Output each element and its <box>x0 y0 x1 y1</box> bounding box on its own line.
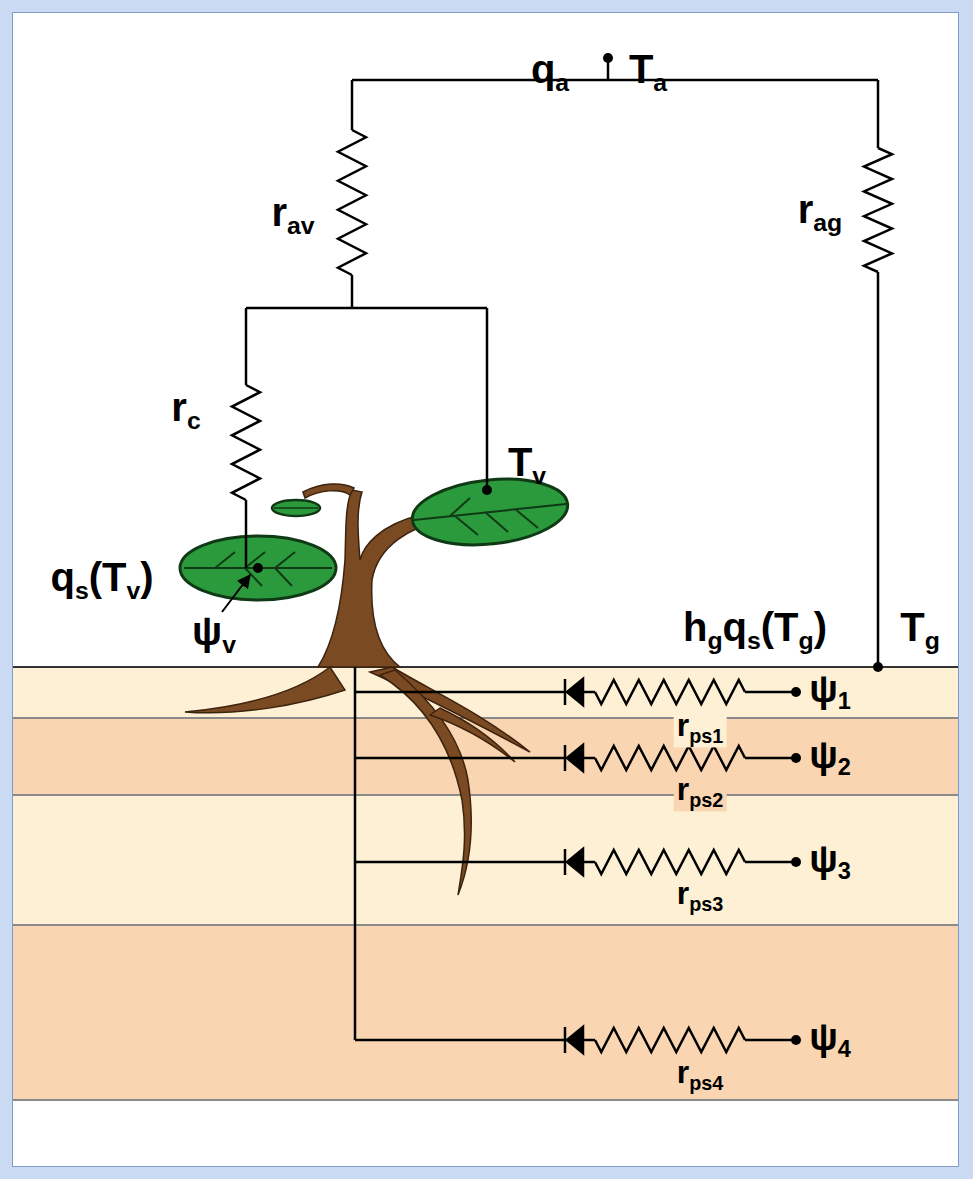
nodes-dots <box>253 53 883 672</box>
wire <box>745 861 792 864</box>
node-dot <box>791 857 801 867</box>
wire <box>583 757 595 760</box>
variable-label: rav <box>268 191 317 240</box>
variable-label: qa <box>528 48 572 97</box>
wire <box>246 307 487 310</box>
variable-label: hgqs(Tg) <box>680 606 830 655</box>
plant-branch <box>303 484 354 498</box>
wire <box>486 308 489 490</box>
node-dot <box>603 53 613 63</box>
resistor-symbol <box>595 850 745 874</box>
resistor-symbol <box>595 746 745 770</box>
resistance-network <box>232 58 892 1053</box>
wire <box>583 691 595 694</box>
wire <box>355 861 565 864</box>
wire <box>745 757 792 760</box>
leader-arrow <box>222 575 250 612</box>
wire <box>583 1039 595 1042</box>
ground-line <box>13 666 958 668</box>
diode-symbol <box>567 679 583 705</box>
leaf <box>272 500 320 516</box>
resistor-symbol <box>864 148 892 272</box>
soil-layers <box>13 667 958 1100</box>
leaf <box>180 536 336 600</box>
resistor-symbol <box>232 385 260 500</box>
diode-symbol <box>567 745 583 771</box>
resistor-symbol <box>595 680 745 704</box>
variable-label: Tg <box>897 606 943 655</box>
soil-layer <box>13 718 958 795</box>
wire <box>355 691 565 694</box>
layer-line <box>13 1099 958 1101</box>
variable-label: ψ3 <box>806 839 854 885</box>
resistance-label: rps2 <box>674 772 727 811</box>
diode-symbol <box>567 849 583 875</box>
wire <box>877 80 880 148</box>
plant-root <box>185 667 345 713</box>
wire <box>877 272 880 667</box>
layer-line <box>13 717 958 719</box>
wire <box>355 1039 565 1042</box>
variable-label: qs(Tv) <box>47 556 156 605</box>
soil-layer <box>13 925 958 1100</box>
wire <box>745 1039 792 1042</box>
wire <box>351 275 354 308</box>
variable-label: ψ1 <box>806 669 854 715</box>
wire <box>583 861 595 864</box>
node-dot <box>873 662 883 672</box>
variable-label: rc <box>168 386 203 435</box>
resistance-label: rps1 <box>674 708 727 747</box>
wire <box>352 79 878 82</box>
wire <box>745 691 792 694</box>
diode-symbol <box>567 1027 583 1053</box>
resistance-label: rps4 <box>674 1055 727 1094</box>
leaves <box>180 472 571 600</box>
variable-label: ψv <box>189 610 239 659</box>
resistor-symbol <box>338 130 366 275</box>
node-dot <box>791 753 801 763</box>
node-dot <box>791 687 801 697</box>
soil-layer <box>13 795 958 925</box>
resistance-label: rps3 <box>674 876 727 915</box>
wire <box>245 308 248 385</box>
node-dot <box>253 563 263 573</box>
variable-label: ψ2 <box>806 735 854 781</box>
wire <box>245 500 248 568</box>
variable-label: ψ4 <box>806 1017 854 1063</box>
wire <box>351 80 354 130</box>
layer-line <box>13 924 958 926</box>
leaf <box>409 472 571 552</box>
variable-label: Tv <box>505 441 549 490</box>
wire <box>355 757 565 760</box>
node-dot <box>482 485 492 495</box>
plant-root <box>430 708 515 762</box>
wire <box>354 667 357 1040</box>
variable-label: rag <box>795 188 846 237</box>
variable-label: Ta <box>626 48 670 97</box>
layer-line <box>13 794 958 796</box>
node-dot <box>791 1035 801 1045</box>
soil-layer <box>13 667 958 718</box>
resistor-symbol <box>595 1028 745 1052</box>
